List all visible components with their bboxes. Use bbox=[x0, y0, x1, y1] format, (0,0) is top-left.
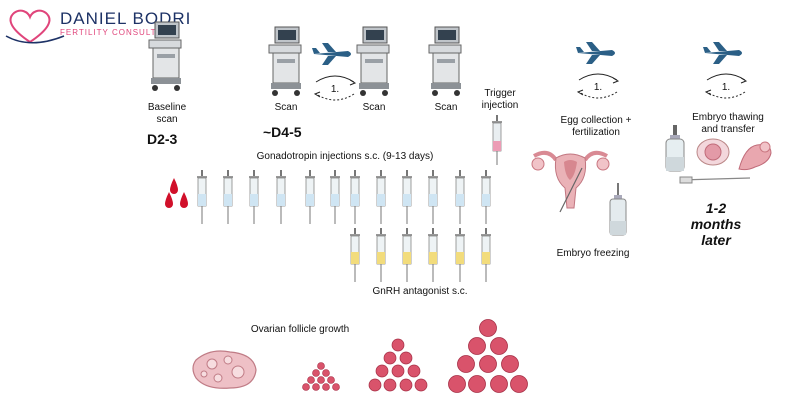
follicle-cluster-icon bbox=[368, 338, 428, 392]
syringe-icon bbox=[402, 228, 412, 282]
follicle-cluster-icon bbox=[448, 319, 528, 393]
syringe-icon bbox=[428, 170, 438, 224]
airplane-icon bbox=[312, 43, 351, 65]
syringe-icon bbox=[197, 170, 207, 224]
syringe-icon bbox=[481, 170, 491, 224]
cycle-step-label: 1. bbox=[593, 82, 603, 93]
egg-collection-label: Egg collection + fertilization bbox=[560, 115, 632, 138]
embryo-freezing-label: Embryo freezing bbox=[556, 248, 630, 259]
syringe-icon bbox=[376, 228, 386, 282]
logo-tagline: FERTILITY CONSULTING bbox=[60, 28, 174, 37]
day-label: D2-3 bbox=[147, 131, 178, 147]
uterus-transfer-icon bbox=[738, 141, 772, 171]
syringe-icon bbox=[350, 170, 360, 224]
scan-label: Scan bbox=[274, 102, 298, 113]
gonadotropin-syringes bbox=[196, 170, 496, 226]
ultrasound-machine-icon bbox=[356, 26, 390, 96]
airplane-icon bbox=[703, 42, 742, 64]
cycle-step-label: 1. bbox=[721, 82, 731, 93]
gnrh-antagonist-label: GnRH antagonist s.c. bbox=[372, 286, 468, 297]
syringe-icon bbox=[223, 170, 233, 224]
logo: DANIEL BODRI FERTILITY CONSULTING bbox=[0, 0, 190, 50]
day-label: ~D4-5 bbox=[263, 124, 302, 140]
embryo-vial-icon bbox=[665, 125, 685, 172]
ultrasound-machine-icon bbox=[268, 26, 302, 96]
embryo-transfer-label: Embryo thawing and transfer bbox=[692, 112, 764, 135]
syringe-icon bbox=[249, 170, 259, 224]
syringe-icon bbox=[455, 170, 465, 224]
syringe-icon bbox=[305, 170, 315, 224]
cycle-arrows-icon bbox=[313, 75, 357, 101]
ovary-icon bbox=[192, 350, 257, 389]
gnrh-syringes bbox=[349, 228, 499, 284]
airplane-icon bbox=[576, 42, 615, 64]
cycle-step-label: 1. bbox=[330, 84, 340, 95]
heart-logo-icon bbox=[5, 9, 65, 44]
baseline-scan-label: Baseline scan bbox=[147, 102, 187, 125]
syringe-icon bbox=[276, 170, 286, 224]
blood-drop-icon bbox=[165, 178, 188, 208]
cycle-arrows-icon bbox=[704, 73, 748, 99]
gonadotropin-label: Gonadotropin injections s.c. (9-13 days) bbox=[256, 151, 434, 162]
scan-label: Scan bbox=[362, 102, 386, 113]
ultrasound-machine-icon bbox=[428, 26, 462, 96]
syringe-icon bbox=[350, 228, 360, 282]
syringe-icon bbox=[492, 115, 502, 165]
scan-label: Scan bbox=[434, 102, 458, 113]
embryo-dish-icon bbox=[696, 138, 730, 166]
syringe-icon bbox=[455, 228, 465, 282]
months-later-label: 1-2 months later bbox=[690, 200, 742, 248]
syringe-icon bbox=[376, 170, 386, 224]
catheter-icon bbox=[679, 176, 751, 184]
syringe-icon bbox=[428, 228, 438, 282]
cycle-arrows-icon bbox=[576, 73, 620, 99]
freezing-tube-icon bbox=[609, 183, 627, 236]
syringe-icon bbox=[330, 170, 340, 224]
uterus-icon bbox=[531, 150, 610, 213]
trigger-injection-label: Trigger injection bbox=[481, 88, 519, 111]
syringe-icon bbox=[402, 170, 412, 224]
ultrasound-machine-icon bbox=[148, 21, 182, 91]
syringe-icon bbox=[481, 228, 491, 282]
ovarian-follicle-label: Ovarian follicle growth bbox=[250, 324, 350, 335]
follicle-cluster-icon bbox=[302, 362, 340, 391]
